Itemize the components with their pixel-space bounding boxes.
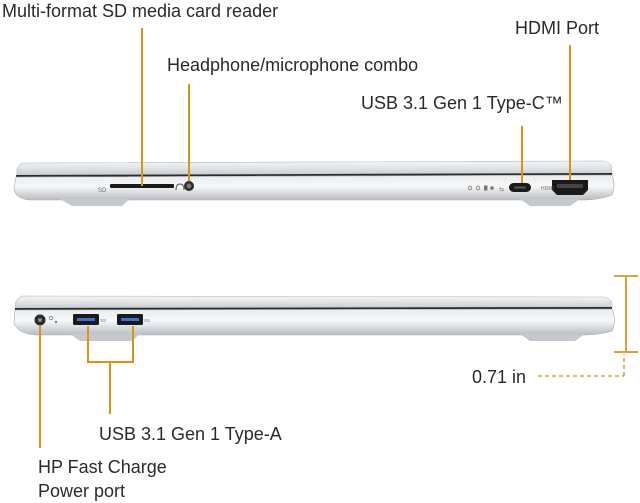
top-callout-lines (141, 28, 571, 186)
headphone-label: Headphone/microphone combo (167, 55, 419, 75)
svg-text:HDMI: HDMI (541, 186, 554, 192)
audio-jack-icon (175, 181, 194, 191)
usb-c-port-icon (509, 183, 531, 192)
svg-text:SD: SD (98, 188, 107, 194)
sd-reader-label: Multi-format SD media card reader (2, 1, 279, 21)
svg-text:SS: SS (144, 318, 150, 323)
svg-text:SS: SS (100, 318, 106, 323)
hdmi-label: HDMI Port (515, 18, 600, 38)
power-port-label-line2: Power port (38, 481, 126, 501)
thickness-dimension (538, 275, 638, 377)
laptop-left-side: SD ⇆ HDMI (13, 160, 615, 206)
status-indicators-icon: ⇆ (467, 185, 504, 193)
laptop-right-side: SS SS (13, 295, 615, 341)
usb-a-port-2-icon: SS (117, 314, 150, 325)
bottom-callout-lines (39, 326, 134, 448)
usb-a-port-icon: SS (73, 314, 106, 325)
thickness-label: 0.71 in (472, 367, 527, 387)
power-port-icon (34, 314, 58, 326)
usb-c-label: USB 3.1 Gen 1 Type-C™ (361, 93, 563, 113)
usb-a-label: USB 3.1 Gen 1 Type-A (99, 424, 282, 444)
hdmi-port-icon: HDMI (541, 180, 588, 195)
power-port-label-line1: HP Fast Charge (38, 457, 167, 477)
svg-text:⇆: ⇆ (499, 186, 504, 193)
